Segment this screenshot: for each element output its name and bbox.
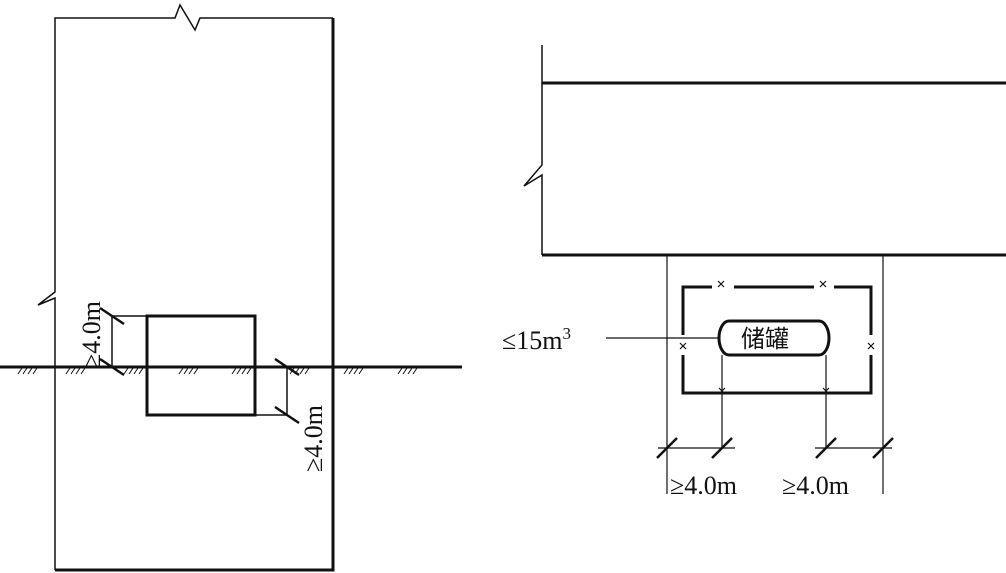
building-break-left (37, 278, 56, 312)
dim-upper-vertical (99, 306, 147, 377)
right-diagram (523, 45, 1006, 494)
volume-label: ≤15m3 (502, 324, 571, 355)
dim-horizontal-right (815, 437, 894, 459)
dim-lower-label: ≥4.0m (299, 405, 328, 472)
tank-elevation (145, 314, 257, 417)
tank-label: 储罐 (741, 325, 789, 353)
fence-marks (679, 280, 875, 350)
building-right-wall (55, 18, 335, 572)
tank-ext-marks (718, 387, 830, 395)
volume-label-main: ≤15m (502, 326, 563, 355)
dim-right-label: ≥4.0m (782, 471, 849, 500)
building-plan-left-edge (523, 45, 543, 255)
dim-left-label: ≥4.0m (670, 471, 737, 500)
dim-lower-vertical (255, 357, 300, 425)
building-outline-thin (54, 3, 333, 278)
left-diagram (0, 3, 462, 572)
volume-label-superscript: 3 (563, 324, 572, 343)
dim-horizontal-left (656, 437, 735, 459)
dim-upper-label: ≥4.0m (77, 301, 106, 368)
ground-hatch (17, 367, 418, 375)
fence (681, 285, 873, 395)
